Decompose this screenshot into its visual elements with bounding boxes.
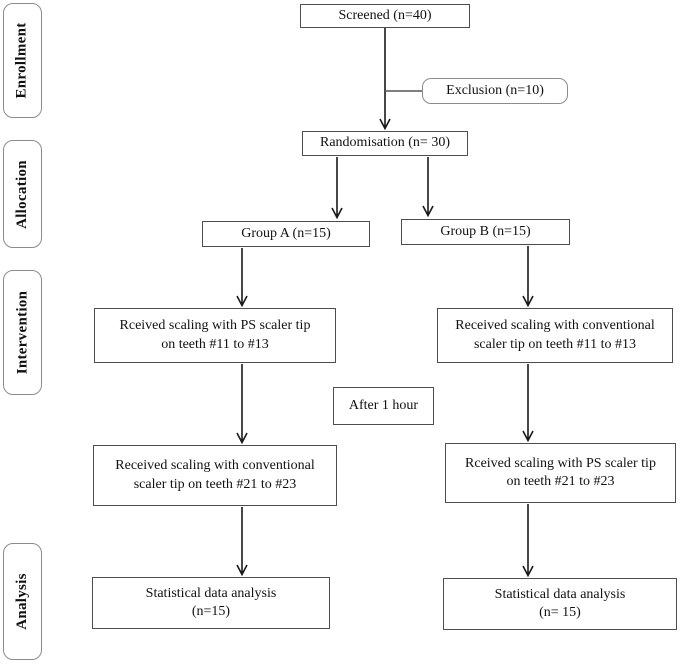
stage-label-enrollment: Enrollment: [3, 3, 42, 118]
node-intervention-a1: Rceived scaling with PS scaler tip on te…: [94, 308, 336, 363]
node-exclusion: Exclusion (n=10): [422, 78, 568, 104]
node-randomisation: Randomisation (n= 30): [302, 131, 468, 156]
node-group-a: Group A (n=15): [202, 221, 370, 247]
arrow-randomisation-to-group-a: [331, 157, 343, 220]
node-after-interval: After 1 hour: [333, 387, 434, 425]
arrow-group-a-to-intervention-a1: [236, 248, 248, 308]
node-analysis-b: Statistical data analysis (n= 15): [443, 578, 677, 630]
node-screened: Screened (n=40): [300, 4, 470, 28]
stage-label-analysis-text: Analysis: [14, 573, 30, 630]
stage-label-analysis: Analysis: [3, 543, 42, 660]
node-intervention-b1: Received scaling with conventional scale…: [437, 308, 673, 363]
stage-label-allocation-text: Allocation: [14, 159, 30, 229]
arrow-randomisation-to-group-b: [422, 157, 434, 218]
node-intervention-a2: Received scaling with conventional scale…: [93, 445, 337, 506]
arrow-intervention-b2-to-analysis-b: [522, 504, 534, 578]
node-intervention-b2: Rceived scaling with PS scaler tip on te…: [445, 443, 676, 503]
arrow-intervention-a1-to-a2: [236, 364, 248, 445]
stage-label-allocation: Allocation: [3, 140, 42, 248]
arrow-screened-to-randomisation: [379, 28, 391, 131]
arrow-intervention-b1-to-b2: [522, 364, 534, 443]
node-analysis-a: Statistical data analysis (n=15): [92, 577, 330, 629]
stage-label-enrollment-text: Enrollment: [14, 22, 30, 99]
stage-label-intervention-text: Intervention: [14, 290, 31, 375]
arrow-group-b-to-intervention-b1: [522, 246, 534, 308]
arrow-intervention-a2-to-analysis-a: [236, 507, 248, 577]
node-group-b: Group B (n=15): [401, 219, 570, 245]
stage-label-intervention: Intervention: [3, 270, 42, 395]
